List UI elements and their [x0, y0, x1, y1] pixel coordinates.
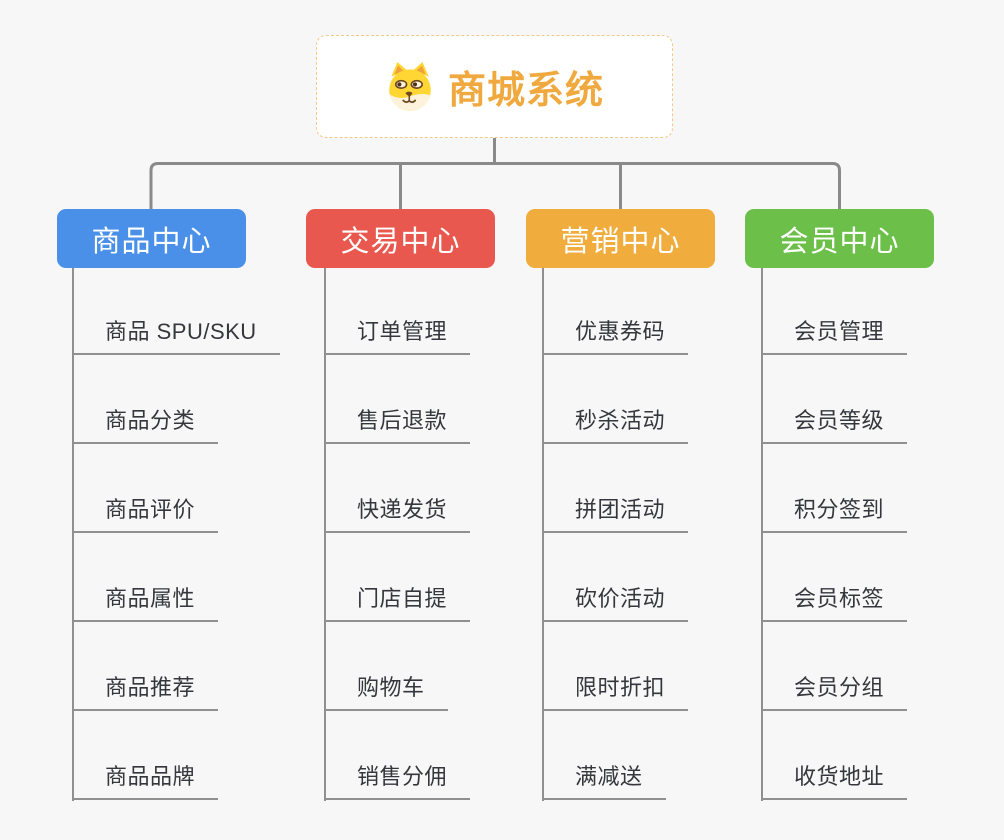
branch-node-label: 营销中心	[560, 225, 681, 258]
child-node[interactable]: 商品品牌	[72, 756, 219, 800]
child-node[interactable]: 快递发货	[324, 489, 471, 533]
child-node-label: 收货地址	[794, 764, 885, 789]
child-node-label: 商品推荐	[105, 675, 196, 700]
child-node[interactable]: 砍价活动	[542, 578, 689, 622]
child-node-label: 满减送	[575, 764, 643, 789]
child-node-label: 秒杀活动	[575, 408, 666, 433]
child-node[interactable]: 收货地址	[761, 756, 908, 800]
child-node[interactable]: 售后退款	[324, 400, 471, 444]
child-node-label: 商品 SPU/SKU	[105, 319, 257, 344]
branch-node-product-center[interactable]: 商品中心	[57, 209, 246, 268]
child-node[interactable]: 满减送	[542, 756, 666, 800]
child-node-label: 会员管理	[794, 319, 885, 344]
branch-node-marketing-center[interactable]: 营销中心	[526, 209, 715, 268]
child-node-label: 商品品牌	[105, 764, 196, 789]
child-node-label: 拼团活动	[575, 497, 666, 522]
child-node[interactable]: 商品分类	[72, 400, 219, 444]
child-node-label: 订单管理	[357, 319, 448, 344]
child-node-label: 购物车	[357, 675, 425, 700]
child-node-label: 砍价活动	[575, 586, 666, 611]
branch-node-member-center[interactable]: 会员中心	[745, 209, 934, 268]
branch-vertical-line	[761, 268, 763, 801]
child-node[interactable]: 拼团活动	[542, 489, 689, 533]
child-node[interactable]: 商品推荐	[72, 667, 219, 711]
branch-children-marketing-center: 优惠券码 秒杀活动 拼团活动 砍价活动 限时折扣 满减送	[542, 268, 782, 808]
child-node-label: 限时折扣	[575, 675, 666, 700]
branch-bracket-line	[149, 162, 841, 209]
dog-face-icon	[385, 61, 435, 113]
child-node-label: 积分签到	[794, 497, 885, 522]
child-node[interactable]: 商品 SPU/SKU	[72, 311, 280, 355]
branch-children-member-center: 会员管理 会员等级 积分签到 会员标签 会员分组 收货地址	[761, 268, 1001, 808]
child-node-label: 优惠券码	[575, 319, 666, 344]
branch-node-label: 商品中心	[91, 225, 212, 258]
child-node[interactable]: 购物车	[324, 667, 448, 711]
child-node-label: 商品评价	[105, 497, 196, 522]
child-node-label: 会员分组	[794, 675, 885, 700]
child-node-label: 门店自提	[357, 586, 448, 611]
branch-node-trade-center[interactable]: 交易中心	[306, 209, 495, 268]
child-node[interactable]: 积分签到	[761, 489, 908, 533]
child-node[interactable]: 限时折扣	[542, 667, 689, 711]
child-node-label: 快递发货	[357, 497, 448, 522]
child-node[interactable]: 商品属性	[72, 578, 219, 622]
branch-vertical-line	[542, 268, 544, 801]
child-node[interactable]: 门店自提	[324, 578, 471, 622]
child-node-label: 售后退款	[357, 408, 448, 433]
child-node[interactable]: 优惠券码	[542, 311, 689, 355]
branch-vertical-line	[72, 268, 74, 801]
child-node[interactable]: 会员等级	[761, 400, 908, 444]
branch-vertical-line	[324, 268, 326, 801]
root-node-title: 商城系统	[447, 70, 604, 112]
child-node-label: 商品属性	[105, 586, 196, 611]
child-node[interactable]: 销售分佣	[324, 756, 471, 800]
branch-children-product-center: 商品 SPU/SKU 商品分类 商品评价 商品属性 商品推荐 商品品牌	[72, 268, 312, 808]
child-node[interactable]: 秒杀活动	[542, 400, 689, 444]
child-node[interactable]: 会员管理	[761, 311, 908, 355]
child-node[interactable]: 会员标签	[761, 578, 908, 622]
child-node-label: 商品分类	[105, 408, 196, 433]
branch-node-label: 交易中心	[340, 225, 461, 258]
root-node[interactable]: 商城系统	[316, 35, 673, 138]
branch-children-trade-center: 订单管理 售后退款 快递发货 门店自提 购物车 销售分佣	[324, 268, 564, 808]
child-node[interactable]: 会员分组	[761, 667, 908, 711]
child-node-label: 销售分佣	[357, 764, 448, 789]
child-node-label: 会员标签	[794, 586, 885, 611]
child-node-label: 会员等级	[794, 408, 885, 433]
branch-node-label: 会员中心	[779, 225, 900, 258]
child-node[interactable]: 订单管理	[324, 311, 471, 355]
child-node[interactable]: 商品评价	[72, 489, 219, 533]
